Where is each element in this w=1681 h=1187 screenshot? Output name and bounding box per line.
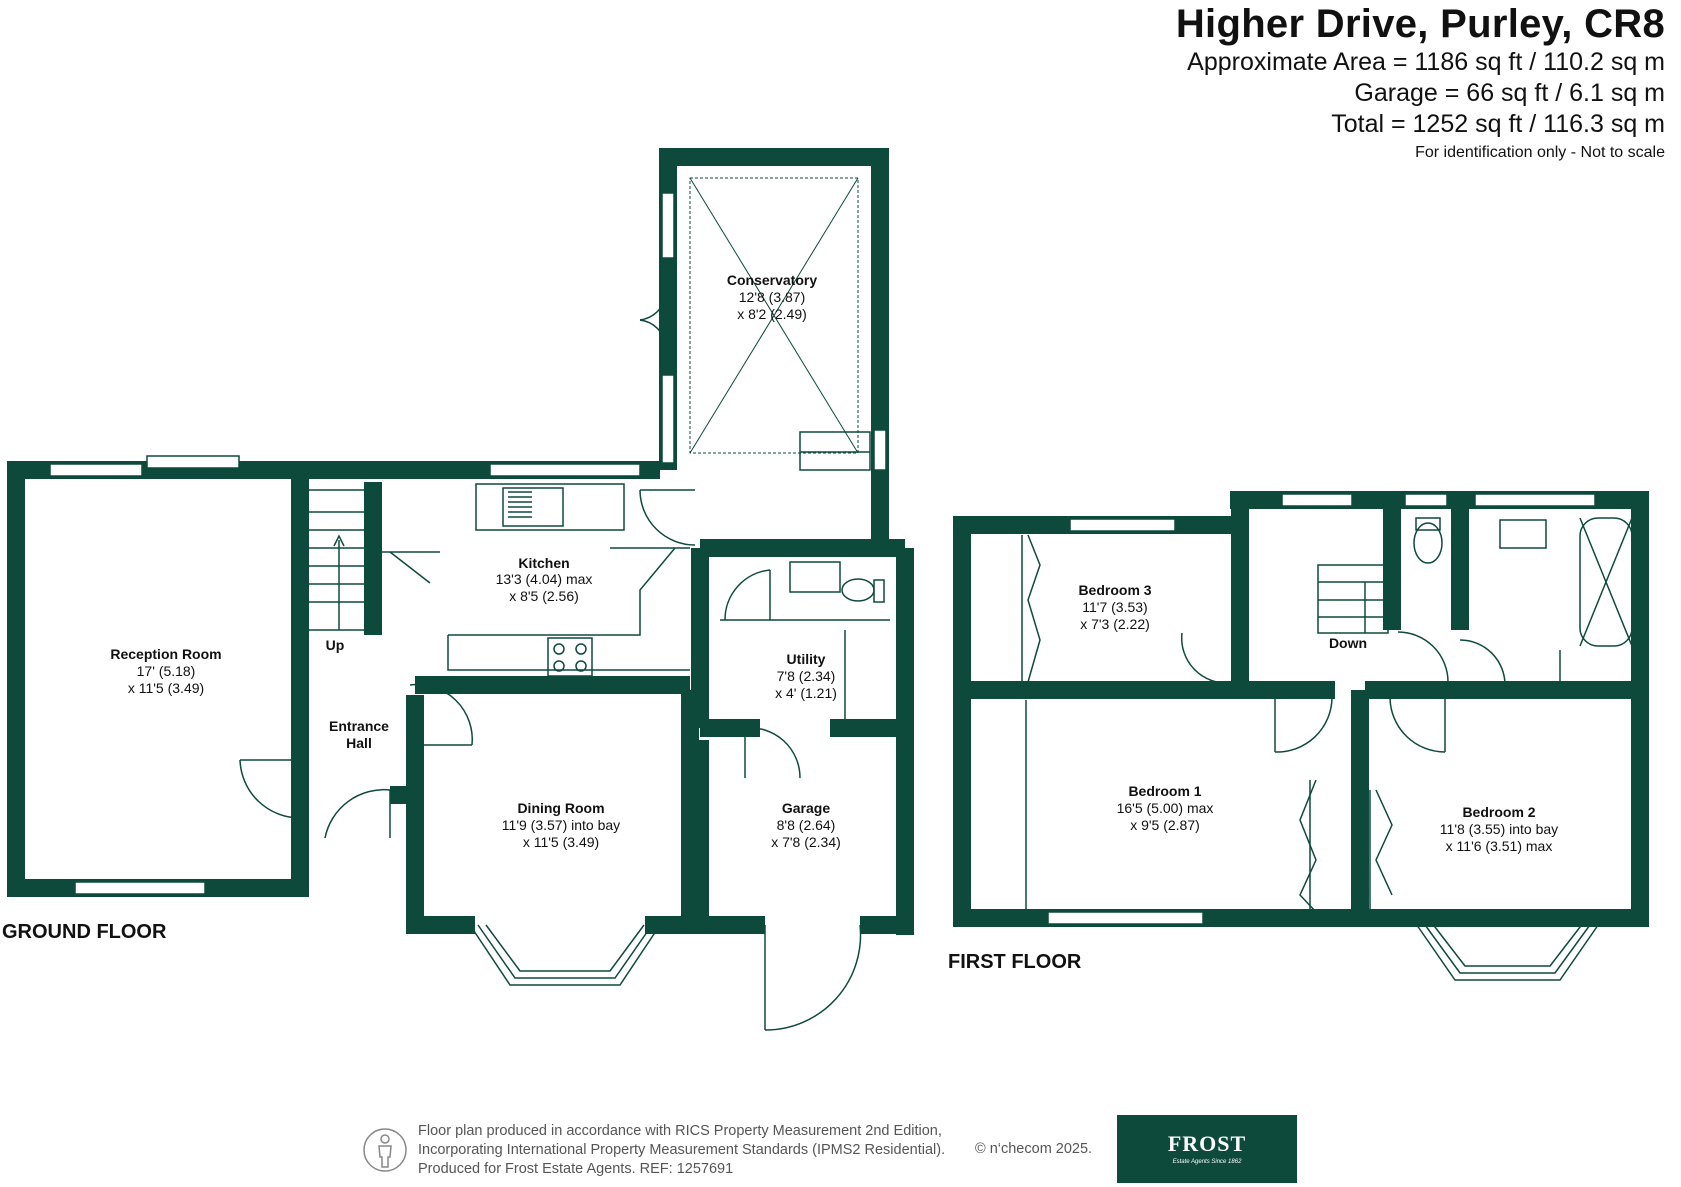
- bath-window: [1474, 493, 1596, 507]
- conservatory-window-3: [873, 429, 887, 471]
- bedroom2-dim1: 11'8 (3.55) into bay: [1440, 821, 1558, 837]
- dining-right-wall: [645, 690, 699, 934]
- first-floor-walls: [953, 491, 1649, 927]
- bedroom1-dim1: 16'5 (5.00) max: [1117, 800, 1214, 816]
- kitchen-fittings: [307, 431, 890, 725]
- utility-name: Utility: [787, 651, 826, 667]
- stairs-down-label: Down: [1329, 635, 1367, 651]
- reception-sliding-door: [146, 455, 240, 469]
- utility-dim1: 7'8 (2.34): [777, 668, 836, 684]
- kitchen-dim1: 13'3 (4.04) max: [496, 571, 593, 587]
- room-labels: Reception Room 17' (5.18) x 11'5 (3.49) …: [110, 272, 1558, 854]
- conservatory-dim1: 12'8 (3.87): [739, 289, 806, 305]
- header: Higher Drive, Purley, CR8 Approximate Ar…: [1176, 0, 1665, 162]
- conservatory-dim2: x 8'2 (2.49): [737, 306, 807, 322]
- landing-window: [1281, 493, 1353, 507]
- entrance-hall-name-1: Entrance: [329, 718, 389, 734]
- first-fittings: [1021, 517, 1633, 913]
- footer-line-2: Incorporating International Property Mea…: [418, 1142, 946, 1158]
- bedroom2-dim2: x 11'6 (3.51) max: [1446, 838, 1553, 854]
- footer-text: Floor plan produced in accordance with R…: [418, 1122, 945, 1179]
- reception-room-name: Reception Room: [110, 646, 221, 662]
- conservatory-walls: [659, 148, 889, 540]
- kitchen-dim2: x 8'5 (2.56): [509, 588, 579, 604]
- bed1-window: [1047, 911, 1204, 925]
- wc-window: [1404, 493, 1448, 507]
- sink-icon: [502, 487, 564, 527]
- reception-room-dim2: x 11'5 (3.49): [128, 680, 204, 696]
- ground-doors: [239, 294, 862, 1031]
- logo-subtitle: Estate Agents Since 1862: [1172, 1159, 1242, 1165]
- first-outer-walls: [953, 491, 1649, 927]
- footer-line-3: Produced for Frost Estate Agents. REF: 1…: [418, 1161, 734, 1177]
- entrance-hall-name-2: Hall: [346, 735, 372, 751]
- garage-name: Garage: [782, 800, 830, 816]
- reception-front-window: [74, 881, 206, 895]
- dining-left-wall: [406, 695, 475, 934]
- total-area-line: Total = 1252 sq ft / 116.3 sq m: [1331, 110, 1665, 138]
- copyright-credit: © n‘checom 2025.: [975, 1141, 1093, 1157]
- reception-rear-window: [49, 463, 143, 477]
- bedroom3-dim1: 11'7 (3.53): [1082, 599, 1147, 615]
- bath-icon: [1579, 517, 1633, 647]
- bed3-window: [1069, 518, 1176, 532]
- hob-icon: [547, 637, 593, 677]
- wc-basin-icon: [789, 561, 841, 593]
- utility-dim2: x 4' (1.21): [775, 685, 837, 701]
- dining-bay-window: [469, 924, 661, 986]
- footer-line-1: Floor plan produced in accordance with R…: [418, 1123, 942, 1139]
- first-floor-label: FIRST FLOOR: [948, 951, 1082, 973]
- scale-note: For identification only - Not to scale: [1415, 144, 1665, 161]
- ground-windows: [49, 192, 887, 895]
- conservatory-roof: [689, 177, 859, 454]
- page-title: Higher Drive, Purley, CR8: [1175, 2, 1665, 46]
- garage-dim2: x 7'8 (2.34): [771, 834, 841, 850]
- ground-floor-label: GROUND FLOOR: [2, 921, 167, 943]
- dining-room-dim1: 11'9 (3.57) into bay: [502, 817, 620, 833]
- bath-basin-icon: [1499, 519, 1547, 549]
- bedroom1-dim2: x 9'5 (2.87): [1130, 817, 1200, 833]
- person-info-icon: [363, 1128, 407, 1172]
- kitchen-window: [489, 463, 641, 477]
- first-windows: [1047, 493, 1596, 925]
- worktop: [475, 483, 625, 531]
- conservatory-step: [799, 431, 871, 471]
- reception-walls: [7, 470, 309, 897]
- stairs-down-icon: [1317, 564, 1389, 634]
- conservatory-window-2: [661, 374, 675, 464]
- bedroom3-dim2: x 7'3 (2.22): [1080, 616, 1150, 632]
- reception-room-dim1: 17' (5.18): [137, 663, 196, 679]
- kitchen-name: Kitchen: [518, 555, 569, 571]
- garage-dim1: 8'8 (2.64): [777, 817, 836, 833]
- wc-toilet-icon: [841, 578, 875, 602]
- dining-room-dim2: x 11'5 (3.49): [523, 834, 599, 850]
- bedroom2-name: Bedroom 2: [1462, 804, 1535, 820]
- bedroom1-name: Bedroom 1: [1128, 783, 1201, 799]
- garage-area-line: Garage = 66 sq ft / 6.1 sq m: [1354, 79, 1665, 107]
- toilet-icon: [1413, 522, 1443, 564]
- approximate-area-line: Approximate Area = 1186 sq ft / 110.2 sq…: [1187, 48, 1665, 76]
- stairs-up-label: Up: [326, 637, 345, 653]
- bedroom3-name: Bedroom 3: [1078, 582, 1151, 598]
- dining-room-name: Dining Room: [517, 800, 604, 816]
- bedroom2-bay-window: [1411, 917, 1604, 981]
- frost-logo: FROST Estate Agents Since 1862: [1117, 1115, 1297, 1183]
- logo-word: FROST: [1167, 1131, 1247, 1156]
- conservatory-window-1: [661, 192, 675, 259]
- conservatory-name: Conservatory: [727, 272, 817, 288]
